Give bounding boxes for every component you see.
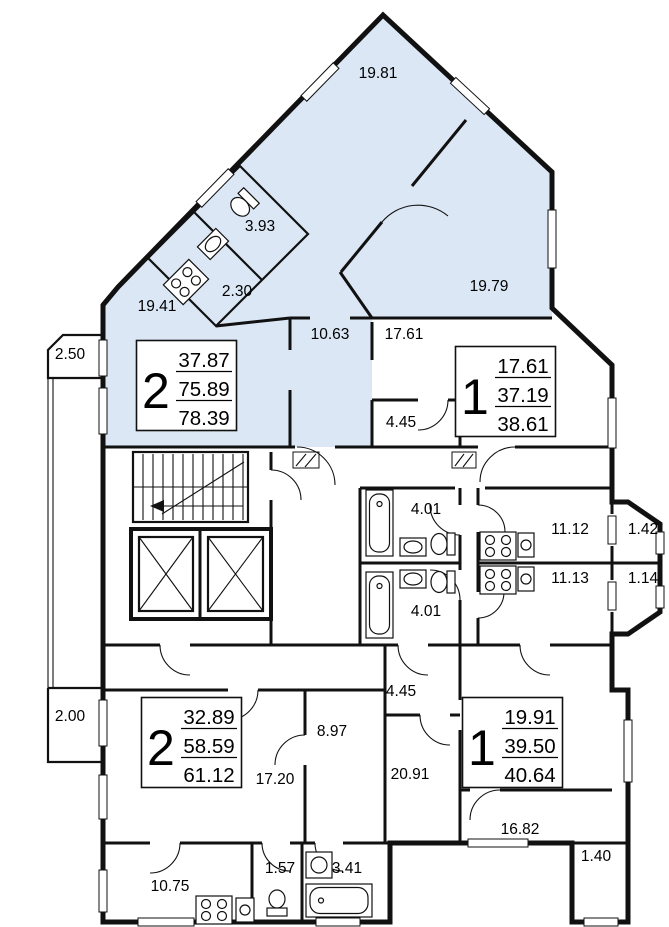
room-label-hall-4-45-bot: 4.45 <box>386 683 416 700</box>
bathtub-upper <box>365 489 394 557</box>
exterior-walls <box>46 11 663 925</box>
toilet-wing <box>230 186 261 217</box>
apartment-area: 58.59 <box>183 735 234 758</box>
room-label-balcony-1-14: 1.14 <box>628 570 659 587</box>
apartment-rooms-count: 1 <box>468 720 496 776</box>
apartment-total-area: 78.39 <box>178 407 229 430</box>
bathtub-lower <box>365 571 394 639</box>
stove-kitchen-upper <box>479 531 517 561</box>
interior-walls <box>103 119 660 922</box>
room-label-balcony-1-40: 1.40 <box>581 848 612 865</box>
apartment-stamps: 2 37.87 75.89 78.39 1 17.61 37.19 38.61 … <box>135 339 564 789</box>
apartment-stamp-2-lower: 2 32.89 58.59 61.12 <box>140 696 243 789</box>
apartment-area: 37.19 <box>497 384 548 407</box>
apartment-stamp-2-upper: 2 37.87 75.89 78.39 <box>135 339 238 432</box>
apartment-area: 39.50 <box>504 735 555 758</box>
room-label-balcony-1-42: 1.42 <box>628 521 658 538</box>
highlighted-apartment-area <box>103 15 552 447</box>
room-label-hall-4-45-top: 4.45 <box>386 414 416 431</box>
sink-wing <box>196 227 230 261</box>
stove-wing <box>162 258 210 306</box>
bathtub-bottom <box>305 883 373 918</box>
room-label-bath-wing: 3.93 <box>245 218 275 235</box>
sink-kitchen-bottom <box>235 897 255 923</box>
room-labels: 19.81 19.79 3.93 2.30 19.41 10.63 17.61 … <box>55 65 659 895</box>
room-label-kitchen-11-12: 11.12 <box>551 521 589 538</box>
stove-kitchen-bottom <box>195 895 233 925</box>
apartment-stamp-1-lower: 1 19.91 39.50 40.64 <box>461 696 564 789</box>
stair-arrow-head <box>150 500 164 512</box>
room-label-wing-top: 19.81 <box>359 65 398 82</box>
stove-kitchen-lower <box>479 565 517 595</box>
room-label-17-20: 17.20 <box>256 771 295 788</box>
room-label-16-82: 16.82 <box>501 821 540 838</box>
washing-machine <box>305 851 333 879</box>
elevator-left <box>137 535 195 613</box>
sink-bath-lower <box>399 569 427 589</box>
apartment-living-area: 19.91 <box>504 706 555 729</box>
toilet-bottom <box>266 889 288 917</box>
staircase <box>131 450 250 524</box>
room-label-20-91: 20.91 <box>391 766 430 783</box>
elevator-shaft <box>129 527 273 621</box>
fixtures <box>162 186 535 925</box>
room-label-hall-top: 10.63 <box>311 326 350 343</box>
apartment-total-area: 40.64 <box>504 764 555 787</box>
sink-kitchen-lower <box>517 566 535 592</box>
apartment-living-area: 17.61 <box>497 355 548 378</box>
apartment-total-area: 61.12 <box>183 764 234 787</box>
apartment-area: 75.89 <box>178 378 229 401</box>
room-label-wc-1-57: 1.57 <box>265 860 295 877</box>
room-label-bath-3-41: 3.41 <box>332 860 362 877</box>
room-label-bath-4-01-low: 4.01 <box>411 603 441 620</box>
apartment-rooms-count: 1 <box>461 369 489 425</box>
room-label-10-75: 10.75 <box>151 878 190 895</box>
toilet-lower <box>430 570 456 594</box>
apartment-total-area: 38.61 <box>497 413 548 436</box>
room-label-17-61: 17.61 <box>385 326 424 343</box>
room-label-wing-right: 19.79 <box>470 278 509 295</box>
room-label-wc-wing: 2.30 <box>222 283 253 300</box>
apartment-stamp-1-upper: 1 17.61 37.19 38.61 <box>454 345 557 438</box>
apartment-rooms-count: 2 <box>142 363 170 419</box>
toilet-upper <box>430 532 456 556</box>
windows <box>98 62 665 927</box>
vent-shafts <box>292 451 477 469</box>
room-label-kitchen-11-13: 11.13 <box>551 570 589 587</box>
room-label-hall-8-97: 8.97 <box>317 723 347 740</box>
apartment-rooms-count: 2 <box>147 720 175 776</box>
room-label-bath-4-01-up: 4.01 <box>411 501 441 518</box>
sink-kitchen-upper <box>517 532 535 558</box>
sink-bath-upper <box>399 537 427 557</box>
apartment-living-area: 32.89 <box>183 706 234 729</box>
elevator-right <box>206 535 265 613</box>
apartment-living-area: 37.87 <box>178 349 229 372</box>
room-label-19-41: 19.41 <box>138 298 177 315</box>
room-label-balcony-2-50: 2.50 <box>55 346 86 363</box>
doors <box>149 204 551 874</box>
room-label-balcony-2-00: 2.00 <box>55 708 86 725</box>
stair-direction-arrow <box>158 461 245 515</box>
